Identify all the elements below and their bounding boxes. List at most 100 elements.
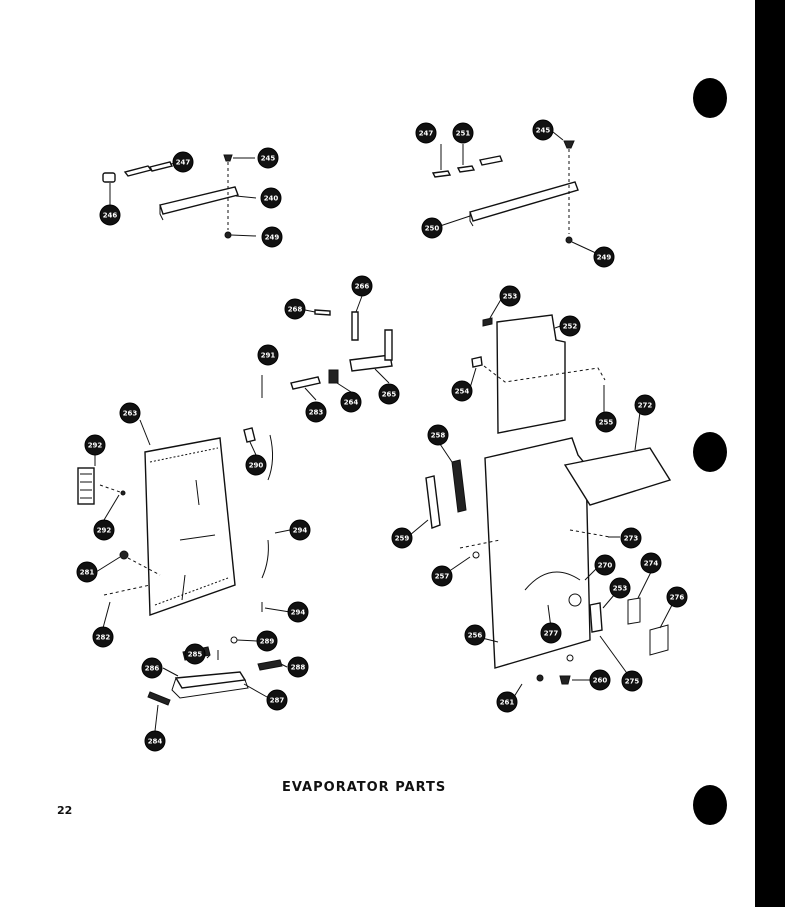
rail-assembly-right	[431, 131, 599, 255]
callout-245: 245	[532, 119, 554, 141]
callout-number: 285	[188, 651, 203, 659]
part-rail-left	[159, 186, 239, 215]
callout-bubble	[559, 315, 581, 337]
callout-291: 291	[257, 344, 279, 366]
callout-number: 292	[97, 527, 112, 535]
callout-number: 258	[431, 432, 446, 440]
callout-number: 263	[123, 410, 138, 418]
callout-number: 254	[455, 388, 470, 396]
callout-265: 265	[378, 383, 400, 405]
callout-number: 252	[563, 323, 578, 331]
callout-bubble	[609, 577, 631, 599]
callout-bubble	[496, 691, 518, 713]
callout-247: 247	[415, 122, 437, 144]
callout-number: 289	[260, 638, 275, 646]
callout-294: 294	[289, 519, 311, 541]
rail-assembly-left	[102, 154, 257, 239]
callout-249: 249	[261, 226, 283, 248]
callout-number: 287	[270, 697, 285, 705]
callout-250: 250	[421, 217, 443, 239]
callout-number: 277	[544, 630, 559, 638]
callout-bubble	[119, 402, 141, 424]
callout-245: 245	[257, 147, 279, 169]
callout-bubble	[141, 657, 163, 679]
callout-number: 294	[291, 609, 306, 617]
callout-bubble	[340, 391, 362, 413]
callout-255: 255	[595, 411, 617, 433]
callout-bubble	[260, 187, 282, 209]
callout-number: 268	[288, 306, 303, 314]
callout-bubble	[589, 669, 611, 691]
callout-bubble	[532, 119, 554, 141]
bracket-parts	[290, 295, 393, 401]
callout-number: 281	[80, 569, 95, 577]
callout-282: 282	[92, 626, 114, 648]
part-245-clip-right	[563, 140, 575, 149]
callout-number: 245	[536, 127, 551, 135]
callout-bubble	[92, 626, 114, 648]
part-246-cap	[102, 172, 116, 183]
callout-bubble	[620, 527, 642, 549]
callout-bubble	[621, 670, 643, 692]
callout-bubble	[464, 624, 486, 646]
callout-bubble	[245, 454, 267, 476]
callout-257: 257	[431, 565, 453, 587]
callout-bubble	[431, 565, 453, 587]
callout-number: 272	[638, 402, 653, 410]
callout-number: 290	[249, 462, 264, 470]
callout-bubble	[427, 424, 449, 446]
callout-bubble	[287, 656, 309, 678]
callout-256: 256	[464, 624, 486, 646]
callout-number: 291	[261, 352, 276, 360]
callout-290: 290	[245, 454, 267, 476]
callout-number: 283	[309, 409, 324, 417]
punch-hole-bottom	[693, 785, 727, 825]
callout-number: 247	[419, 130, 434, 138]
callout-number: 288	[291, 664, 306, 672]
callout-bubble	[172, 151, 194, 173]
callout-bubble	[451, 380, 473, 402]
part-272-tray	[563, 447, 672, 506]
callout-270: 270	[594, 554, 616, 576]
part-252-panel	[496, 314, 566, 434]
part-spring-left	[123, 165, 153, 177]
callout-bubble	[84, 434, 106, 456]
part-rail-right	[469, 181, 579, 222]
callout-292: 292	[84, 434, 106, 456]
callout-263: 263	[119, 402, 141, 424]
callout-260: 260	[589, 669, 611, 691]
callout-281: 281	[76, 561, 98, 583]
callout-289: 289	[256, 630, 278, 652]
callout-261: 261	[496, 691, 518, 713]
callout-number: 294	[293, 527, 308, 535]
callout-number: 240	[264, 195, 279, 203]
callout-bubble	[305, 401, 327, 423]
callout-240: 240	[260, 187, 282, 209]
callout-bubble	[594, 554, 616, 576]
callout-number: 261	[500, 699, 515, 707]
part-245-clip-left	[223, 154, 233, 162]
callout-number: 270	[598, 562, 613, 570]
callout-259: 259	[391, 527, 413, 549]
callout-number: 284	[148, 738, 163, 746]
callout-number: 246	[103, 212, 118, 220]
callout-294: 294	[287, 601, 309, 623]
callout-247: 247	[172, 151, 194, 173]
callout-number: 250	[425, 225, 440, 233]
callout-number: 256	[468, 632, 483, 640]
part-283-panel	[144, 437, 236, 616]
callout-253: 253	[609, 577, 631, 599]
callout-number: 276	[670, 594, 685, 602]
callout-number: 260	[593, 677, 608, 685]
callout-number: 247	[176, 159, 191, 167]
callout-number: 251	[456, 130, 471, 138]
callout-number: 274	[644, 560, 659, 568]
callout-bubble	[595, 411, 617, 433]
callout-number: 253	[503, 293, 518, 301]
callout-bubble	[287, 601, 309, 623]
callout-bubble	[452, 122, 474, 144]
callout-number: 275	[625, 678, 640, 686]
evaporator-panel-right	[409, 295, 673, 677]
callout-number: 259	[395, 535, 410, 543]
